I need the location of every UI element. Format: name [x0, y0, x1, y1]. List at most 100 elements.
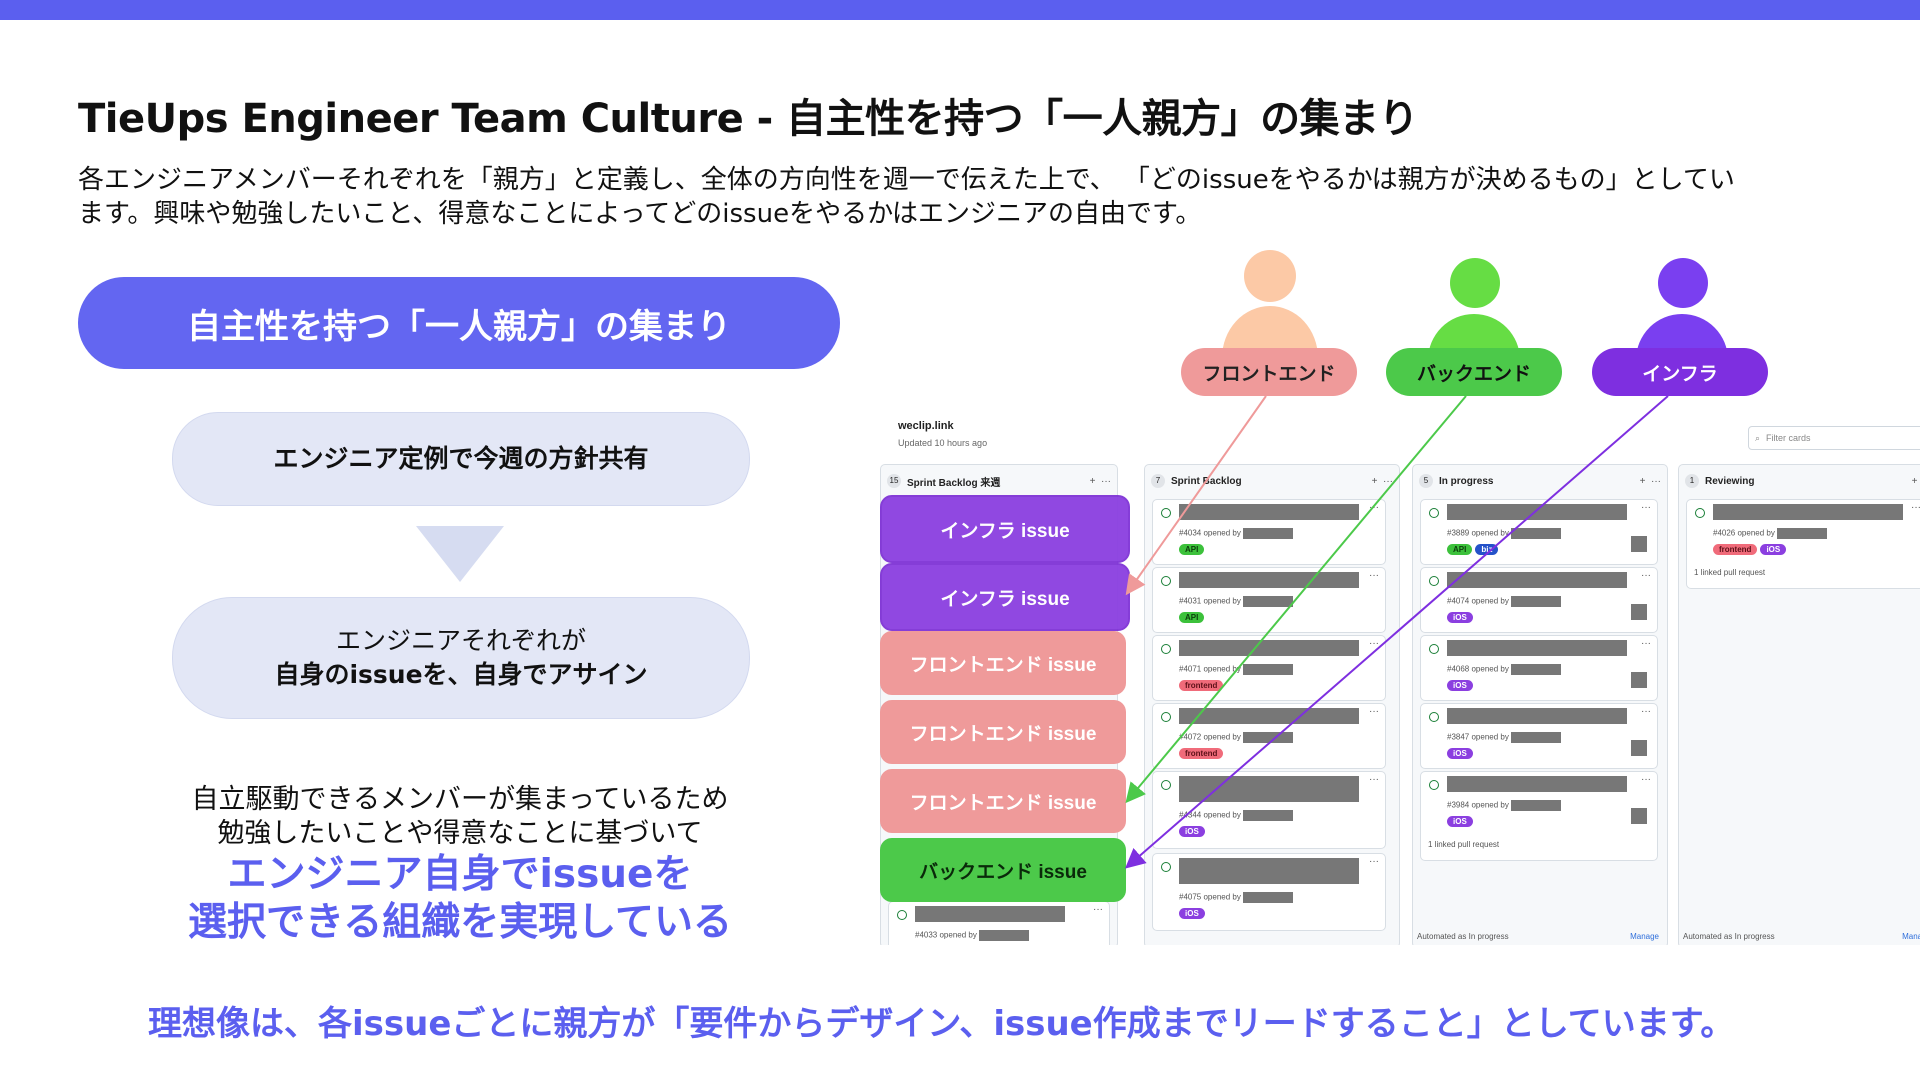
board-card[interactable]: ··· #4344 opened by iOS: [1152, 771, 1386, 849]
card-meta: #4075 opened by: [1179, 892, 1241, 902]
automation-state: In progress: [1734, 932, 1775, 941]
card-menu-button[interactable]: ···: [1641, 502, 1651, 513]
ideal-statement: 理想像は、各issueごとに親方が「要件からデザイン、issue作成までリードす…: [148, 1004, 1735, 1044]
board-card[interactable]: ··· #4075 opened by iOS: [1152, 853, 1386, 931]
label-tag[interactable]: iOS: [1447, 748, 1473, 759]
board-card[interactable]: ··· #4033 opened by: [888, 901, 1110, 945]
card-menu-button[interactable]: ···: [1911, 502, 1920, 513]
label-tag[interactable]: API: [1179, 612, 1205, 623]
overlay-infra-issue-1[interactable]: インフラ issue: [880, 495, 1130, 563]
add-card-button[interactable]: +: [1371, 475, 1378, 487]
board-card[interactable]: ··· #4071 opened by frontend: [1152, 635, 1386, 701]
open-issue-icon: [1161, 712, 1171, 722]
column-actions[interactable]: + ···: [1372, 476, 1393, 487]
automation-label: Automated as: [1683, 932, 1733, 941]
avatar: [1631, 604, 1647, 620]
linked-pr[interactable]: 1 linked pull request: [1428, 840, 1500, 849]
card-menu-button[interactable]: ···: [1369, 570, 1379, 581]
card-menu-button[interactable]: ···: [1641, 570, 1651, 581]
role-frontend: フロントエンド: [1181, 348, 1357, 396]
open-issue-icon: [1429, 576, 1439, 586]
card-menu-button[interactable]: ···: [1369, 774, 1379, 785]
overlay-frontend-issue-1[interactable]: フロントエンド issue: [880, 631, 1126, 695]
filter-input[interactable]: ⌕Filter cards: [1748, 426, 1920, 450]
avatar: [1631, 536, 1647, 552]
lead-line-2: ます。興味や勉強したいこと、得意なことによってどのissueをやるかはエンジニア…: [78, 199, 1202, 229]
open-issue-icon: [1161, 862, 1171, 872]
open-issue-icon: [1161, 576, 1171, 586]
label-tag[interactable]: biz: [1475, 544, 1499, 555]
label-tag[interactable]: iOS: [1447, 816, 1473, 827]
open-issue-icon: [1429, 780, 1439, 790]
card-menu-button[interactable]: ···: [1369, 706, 1379, 717]
board-card[interactable]: ··· #4031 opened by API: [1152, 567, 1386, 633]
label-tag[interactable]: iOS: [1760, 544, 1787, 555]
board-name: weclip.link: [898, 420, 954, 432]
card-menu-button[interactable]: ···: [1369, 638, 1379, 649]
add-card-button[interactable]: +: [1639, 475, 1646, 487]
card-menu-button[interactable]: ···: [1641, 706, 1651, 717]
open-issue-icon: [1429, 644, 1439, 654]
summary-line-1: 自立駆動できるメンバーが集まっているため: [191, 784, 729, 815]
column-count: 1: [1685, 474, 1699, 488]
label-tag[interactable]: frontend: [1179, 680, 1224, 691]
label-tag[interactable]: iOS: [1179, 826, 1205, 837]
open-issue-icon: [1429, 712, 1439, 722]
overlay-infra-issue-2[interactable]: インフラ issue: [880, 563, 1130, 631]
overlay-frontend-issue-3[interactable]: フロントエンド issue: [880, 769, 1126, 833]
overlay-frontend-issue-2[interactable]: フロントエンド issue: [880, 700, 1126, 764]
board-card[interactable]: ··· #4072 opened by frontend: [1152, 703, 1386, 769]
board-card[interactable]: ···#4034 opened by API: [1152, 499, 1386, 565]
summary-emphasis-1: エンジニア自身でissueを: [227, 852, 693, 897]
summary-emphasis-2: 選択できる組織を実現している: [187, 900, 733, 945]
card-menu-button[interactable]: ···: [1369, 856, 1379, 867]
label-tag[interactable]: API: [1447, 544, 1473, 555]
label-tag[interactable]: iOS: [1447, 612, 1473, 623]
label-tag[interactable]: iOS: [1179, 908, 1205, 919]
card-meta: #4026 opened by: [1713, 528, 1775, 538]
backend-person-icon: [1428, 258, 1520, 360]
column-count: 15: [887, 474, 901, 488]
column-count: 7: [1151, 474, 1165, 488]
card-meta: #4072 opened by: [1179, 732, 1241, 742]
label-tag[interactable]: iOS: [1447, 680, 1473, 691]
column-actions[interactable]: + ···: [1090, 476, 1111, 487]
culture-pill: 自主性を持つ「一人親方」の集まり: [78, 277, 840, 369]
card-menu-button[interactable]: ···: [1093, 904, 1103, 915]
card-menu-button[interactable]: ···: [1641, 774, 1651, 785]
filter-placeholder: Filter cards: [1766, 433, 1811, 443]
step-self-assign: エンジニアそれぞれが 自身のissueを、自身でアサイン: [172, 597, 750, 719]
overlay-backend-issue[interactable]: バックエンド issue: [880, 838, 1126, 902]
card-meta: #4071 opened by: [1179, 664, 1241, 674]
add-card-button[interactable]: +: [1089, 475, 1096, 487]
project-board: weclip.link Updated 10 hours ago ⌕Filter…: [880, 420, 1920, 945]
column-actions[interactable]: + ···: [1912, 476, 1920, 487]
linked-pr[interactable]: 1 linked pull request: [1694, 568, 1766, 577]
label-tag[interactable]: frontend: [1179, 748, 1224, 759]
card-menu-button[interactable]: ···: [1369, 502, 1379, 513]
card-meta: #4074 opened by: [1447, 596, 1509, 606]
card-menu-button[interactable]: ···: [1641, 638, 1651, 649]
infra-person-icon: [1636, 258, 1728, 360]
board-card[interactable]: ···#3847 opened by iOS: [1420, 703, 1658, 769]
column-menu-button[interactable]: ···: [1383, 475, 1393, 487]
column-title: Sprint Backlog 来週: [907, 477, 1001, 489]
card-meta: #4031 opened by: [1179, 596, 1241, 606]
column-menu-button[interactable]: ···: [1651, 475, 1661, 487]
label-tag[interactable]: frontend: [1713, 544, 1758, 555]
label-tag[interactable]: API: [1179, 544, 1205, 555]
manage-link[interactable]: Manage: [1630, 932, 1659, 941]
column-menu-button[interactable]: ···: [1101, 475, 1111, 487]
board-card[interactable]: ···#4068 opened by iOS: [1420, 635, 1658, 701]
add-card-button[interactable]: +: [1911, 475, 1918, 487]
board-card[interactable]: ··· #4074 opened by iOS: [1420, 567, 1658, 633]
column-actions[interactable]: + ···: [1640, 476, 1661, 487]
top-accent-bar: [0, 0, 1920, 20]
card-meta: #4344 opened by: [1179, 810, 1241, 820]
open-issue-icon: [1695, 508, 1705, 518]
manage-link[interactable]: Manage: [1902, 932, 1920, 941]
